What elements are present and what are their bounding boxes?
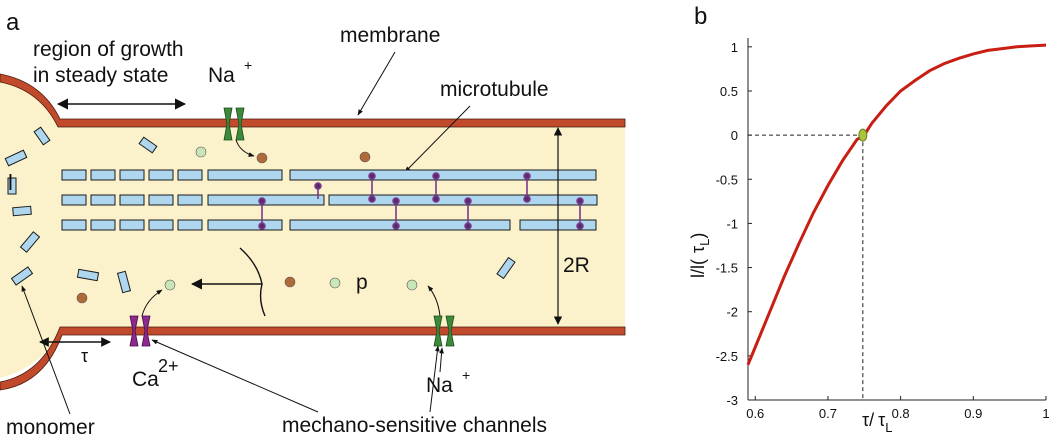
na-top-influx-arrow <box>235 139 255 157</box>
y-tick-label: 0.5 <box>720 84 738 99</box>
monomer-label: monomer <box>6 416 95 438</box>
y-tick-label: -0.5 <box>716 172 738 187</box>
membrane-pointer <box>357 51 396 116</box>
y-axis-label: l/l( τL) <box>688 233 712 278</box>
na-channel-top <box>223 107 245 141</box>
chart-b-plot-area: 1 0.5 0 -0.5 -1 -1.5 -2 -2.5 -3 0.6 0.7 0.8 0.9 1 <box>716 38 1050 421</box>
panel-a-label: a <box>6 9 20 36</box>
xlabel-tau: τ <box>862 410 869 430</box>
x-tick-label: 0.9 <box>964 406 982 421</box>
x-tick-label: 0.8 <box>892 406 910 421</box>
monomer-pointer <box>21 285 71 415</box>
series-line <box>746 43 1047 366</box>
ca-label: Ca <box>132 368 159 391</box>
panel-b: b l/l(τL) τ/τL 10.50-0.5-1-1.5-2-2.5-30.… <box>688 3 1050 435</box>
channels-label: mechano-sensitive channels <box>282 414 547 437</box>
ylabel-main: l/l( <box>688 259 708 278</box>
ylabel-sub: L <box>697 239 712 246</box>
particles <box>76 146 418 304</box>
na-bottom-label: Na <box>426 374 453 397</box>
svg-text:l/l(τL): l/l( τL) <box>688 233 712 278</box>
na-bottom-influx-arrow <box>427 285 441 317</box>
ca-influx-arrow <box>141 289 163 317</box>
crosslinkers <box>258 172 584 230</box>
na-bottom-charge: + <box>462 367 470 383</box>
microtubule-label: microtubule <box>440 78 549 101</box>
ylabel-close: ) <box>688 233 708 239</box>
y-tick-label: 1 <box>731 40 738 55</box>
na-channel-bottom <box>433 315 455 347</box>
x-tick-label: 1 <box>1042 406 1049 421</box>
na-bottom-pointer <box>439 347 444 373</box>
ylabel-tau: τ <box>688 246 708 253</box>
y-tick-label: -3 <box>726 393 738 408</box>
equilibrium-marker <box>858 128 868 142</box>
x-tick-label: 0.6 <box>746 406 764 421</box>
region-label-line2: in steady state <box>33 64 168 87</box>
ca-charge: 2+ <box>158 356 179 376</box>
na-top-label: Na <box>208 64 235 87</box>
channels-pointer-na <box>429 345 440 413</box>
y-tick-label: -1 <box>726 216 738 231</box>
xlabel-tauL: τ <box>878 410 885 430</box>
channels-pointer-ca <box>151 339 319 413</box>
y-tick-label: -1.5 <box>716 261 738 276</box>
l-label: l <box>8 170 13 195</box>
y-tick-label: -2.5 <box>716 349 738 364</box>
radius-label: 2R <box>563 254 590 277</box>
microtubule-pointer <box>404 105 471 173</box>
panel-a: a region of growth in steady state membr… <box>0 9 626 438</box>
free-monomers <box>4 126 516 294</box>
membrane-bottom <box>0 326 626 391</box>
panel-b-label: b <box>694 3 707 30</box>
ca-channel <box>129 315 151 347</box>
xlabel-sub: L <box>885 420 892 435</box>
p-label: p <box>356 271 368 294</box>
x-axis-label: τ/τL <box>862 410 893 435</box>
membrane-top <box>0 73 626 128</box>
y-tick-label: 0 <box>731 128 738 143</box>
membrane-label: membrane <box>340 24 440 47</box>
region-label-line1: region of growth <box>33 38 184 61</box>
x-tick-label: 0.7 <box>819 406 837 421</box>
tau-label: τ <box>81 346 88 366</box>
xlabel-sep: / <box>869 410 874 430</box>
y-tick-label: -2 <box>726 305 738 320</box>
na-top-charge: + <box>244 57 252 73</box>
